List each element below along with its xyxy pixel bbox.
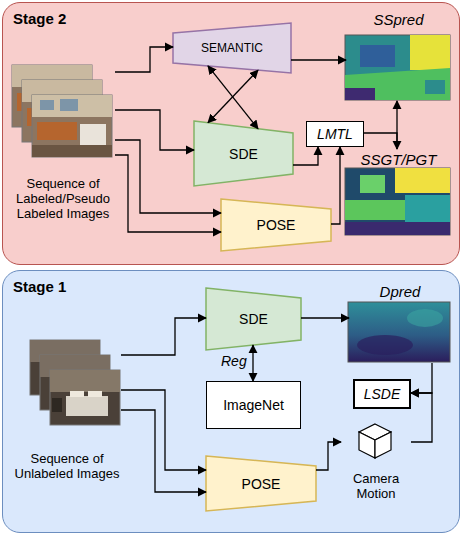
block-label: POSE xyxy=(221,199,331,251)
image-sequence: Sequence of Unlabeled Images xyxy=(13,339,121,509)
target-image: SSGT/PGT xyxy=(346,149,451,236)
block-label: SDE xyxy=(206,288,301,350)
trapezoid-shape xyxy=(173,23,291,73)
stage-title: Stage 1 xyxy=(13,278,66,295)
trapezoid-shape xyxy=(221,199,331,251)
decoder-block: SEMANTIC xyxy=(173,23,291,73)
box-label: ImageNet xyxy=(207,382,300,428)
block-label: SEMANTIC xyxy=(173,23,291,73)
box-label: LSDE xyxy=(355,381,409,407)
trapezoid-shape xyxy=(194,121,293,186)
network-block: SDE xyxy=(194,121,293,186)
block-label: SDE xyxy=(194,121,293,186)
stage-panel: Stage 1 SDE DpredImageNet LSDE Sequence of U… xyxy=(2,270,460,533)
image-label: SSpred xyxy=(346,11,451,28)
stage-panel: Stage 2 Sequence of Labeled/Pseudo Labele… xyxy=(2,2,460,265)
image-label: Dpred xyxy=(349,283,451,300)
network-block: SDE xyxy=(206,288,301,350)
trapezoid-shape xyxy=(206,288,301,350)
output-image: SSpred xyxy=(346,9,451,101)
camera-icon-node: Camera Motion xyxy=(341,421,411,509)
block-label: POSE xyxy=(206,456,316,511)
stage-title: Stage 2 xyxy=(13,10,66,27)
loss-box: LSDE xyxy=(353,379,411,409)
edge-label: Reg xyxy=(221,353,247,369)
network-block: POSE xyxy=(206,456,316,511)
box-label: LMTL xyxy=(307,122,363,146)
caption-text: Sequence of Unlabeled Images xyxy=(13,451,121,481)
image-sequence: Sequence of Labeled/Pseudo Labeled Image… xyxy=(11,61,115,233)
image-label: SSGT/PGT xyxy=(346,151,451,168)
dataset-box: ImageNet xyxy=(206,381,301,429)
output-image: Dpred xyxy=(349,281,451,363)
caption-text: Sequence of Labeled/Pseudo Labeled Image… xyxy=(11,176,115,221)
caption-text: Camera Motion xyxy=(341,471,411,501)
loss-box: LMTL xyxy=(306,121,364,147)
network-block: POSE xyxy=(221,199,331,251)
trapezoid-shape xyxy=(206,456,316,511)
